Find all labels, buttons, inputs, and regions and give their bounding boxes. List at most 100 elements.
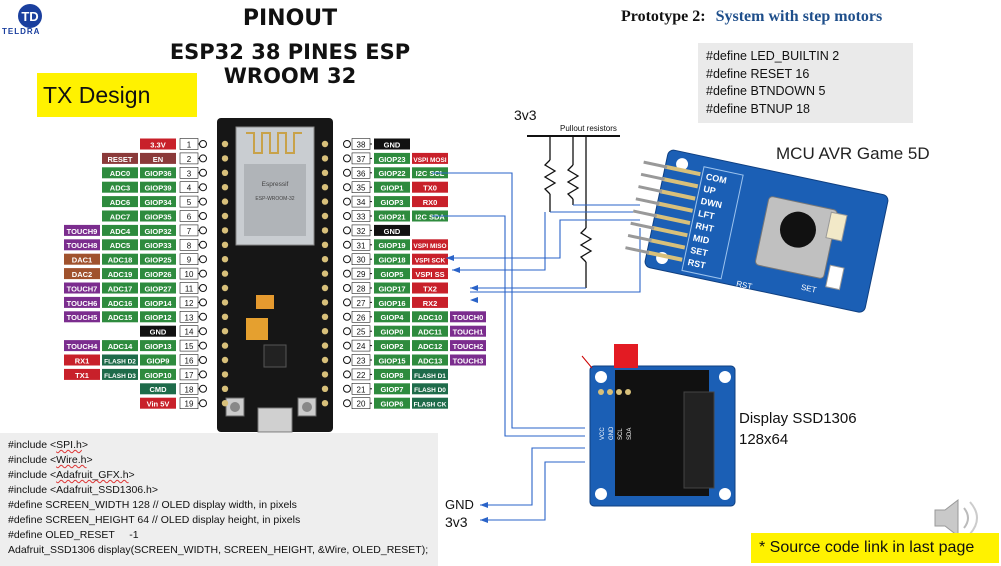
pin-label: GIOP35	[144, 212, 171, 221]
joystick-headers	[625, 160, 701, 262]
pin-label-box	[102, 268, 138, 280]
pin-number: 10	[185, 270, 194, 279]
oled-pin-hole	[616, 389, 622, 395]
pin-label-box	[374, 268, 410, 280]
pin-label-box	[140, 354, 176, 366]
pin-hole	[321, 227, 329, 234]
pin-number: 17	[185, 371, 194, 380]
micro-usb-port[interactable]	[257, 407, 293, 433]
pin-dot	[343, 312, 351, 321]
tx-design-label: TX Design	[37, 73, 197, 117]
pin-label: GIOP1	[381, 184, 404, 193]
pin-hole	[221, 400, 229, 407]
joystick-pin-label: LFT	[697, 208, 716, 221]
pin-dot	[199, 399, 207, 408]
pin-dot	[199, 341, 207, 350]
pin-label-box	[374, 397, 410, 409]
code-line: #include <Adafruit_GFX.h>	[8, 469, 135, 481]
pin-number: 21	[357, 385, 366, 394]
v33-top-label: 3v3	[514, 107, 537, 123]
pin-hole	[321, 184, 329, 191]
pin-label-box	[412, 210, 448, 222]
joystick-pin-label: MID	[692, 233, 711, 246]
pin-label-box	[64, 354, 100, 366]
board-pin-holes	[221, 140, 329, 407]
pin-dot	[343, 197, 351, 206]
pin-label: I2C SDA	[415, 212, 445, 221]
pin-label: GIOP18	[378, 256, 405, 265]
pin-label-box	[140, 325, 176, 337]
pin-label-box	[64, 224, 100, 236]
pin-label-box	[374, 282, 410, 294]
pin-label: 3.3V	[150, 140, 165, 149]
joystick-header-pin	[659, 189, 696, 201]
rst-button[interactable]	[825, 264, 845, 291]
speaker-icon[interactable]	[934, 498, 978, 538]
pin-label: EN	[153, 155, 163, 164]
oled-pin-hole	[607, 389, 613, 395]
pin-dot	[199, 226, 207, 235]
pin-label-box	[64, 311, 100, 323]
pin-label: FLASH D3	[104, 373, 136, 380]
pin-label: TOUCH0	[453, 313, 484, 322]
pin-label-box	[412, 311, 448, 323]
pin-label-box	[102, 210, 138, 222]
pin-number: 2	[187, 155, 192, 164]
pin-label-box	[140, 253, 176, 265]
pin-dot	[343, 212, 351, 220]
pin-hole	[321, 140, 329, 148]
pin-dot	[343, 284, 351, 292]
pin-label-box	[450, 340, 486, 352]
usb-uart-chip	[263, 344, 287, 368]
pin-dot	[343, 269, 351, 278]
define-line: #define BTNDOWN 5	[706, 84, 826, 98]
pin-hole	[221, 284, 229, 292]
pin-dot	[199, 183, 207, 192]
pin-number: 22	[357, 371, 366, 380]
joystick-pin-label: COM	[705, 172, 728, 186]
pin-label: GIOP33	[144, 241, 171, 250]
pin-label: GIOP25	[144, 256, 171, 265]
oled-pin-label: SCL	[618, 428, 624, 440]
pin-label: TOUCH9	[67, 227, 98, 236]
pin-hole	[221, 212, 229, 220]
pin-label: ADC13	[418, 356, 443, 365]
pin-hole	[321, 270, 329, 277]
pin-label: TOUCH7	[67, 284, 98, 293]
pin-label: RX1	[75, 356, 90, 365]
pin-label-box	[140, 311, 176, 323]
code-token: SPI.h	[56, 439, 82, 451]
pin-label: GIOP2	[381, 342, 404, 351]
source-code-note[interactable]: * Source code link in last page	[751, 533, 999, 563]
pin-number: 36	[357, 169, 366, 178]
set-button[interactable]	[825, 211, 848, 242]
pin-dot	[199, 197, 207, 206]
pullout-label: Pullout resistors	[560, 124, 617, 133]
pin-label: ADC18	[108, 256, 133, 265]
pin-label: GIOP13	[144, 342, 171, 351]
pin-label-box	[140, 397, 176, 409]
code-line: #include <Adafruit_SSD1306.h>	[8, 484, 159, 496]
joystick-header-pin	[664, 164, 701, 177]
pin-label-box	[374, 210, 410, 222]
mcu-title: MCU AVR Game 5D	[776, 144, 930, 163]
pin-label: GIOP0	[381, 328, 404, 337]
pin-dot	[199, 240, 207, 249]
joystick-knob[interactable]	[777, 208, 820, 251]
pin-dot	[199, 370, 207, 379]
prototype-heading: Prototype 2:System with step motors	[621, 8, 882, 26]
pin-label: VSPI SS	[415, 270, 444, 279]
pin-label: GIOP32	[144, 227, 171, 236]
pin-label: ADC5	[110, 241, 130, 250]
pin-label: VSPI SCK	[415, 258, 446, 265]
pin-label-box	[102, 340, 138, 352]
pin-label-box	[102, 239, 138, 251]
code-line: Adafruit_SSD1306 display(SCREEN_WIDTH, S…	[8, 544, 429, 556]
pin-dot	[199, 356, 207, 364]
logo-glyph: TD	[21, 9, 38, 24]
regulator	[246, 318, 268, 340]
pin-label-box	[102, 181, 138, 193]
pin-label-box	[412, 167, 448, 179]
pin-label-box	[412, 181, 448, 193]
